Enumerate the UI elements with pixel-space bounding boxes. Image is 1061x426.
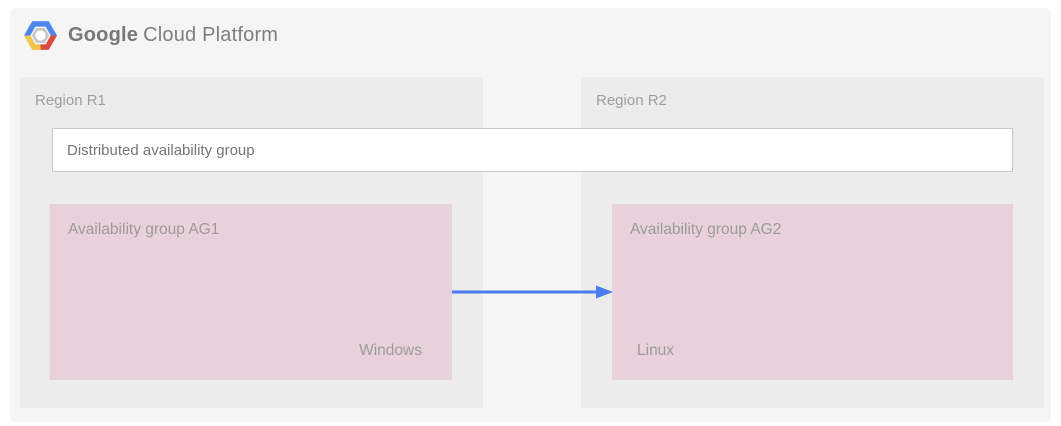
availability-group-ag1-label: Availability group AG1 xyxy=(68,221,220,238)
distributed-availability-group-label: Distributed availability group xyxy=(67,141,255,159)
region-r2-label: Region R2 xyxy=(596,92,667,109)
brand-cloud-platform: Cloud Platform xyxy=(143,23,279,46)
availability-group-ag2-box: Availability group AG2 Linux xyxy=(612,204,1013,380)
brand-google: Google xyxy=(68,23,139,46)
availability-group-ag2-label: Availability group AG2 xyxy=(630,221,782,238)
ag2-platform-label: Linux xyxy=(637,342,675,359)
region-r1-label: Region R1 xyxy=(35,92,106,109)
gcp-logo-icon xyxy=(24,20,57,50)
replication-arrow-icon xyxy=(452,285,613,299)
distributed-availability-group-box: Distributed availability group xyxy=(52,128,1013,172)
ag1-platform-label: Windows xyxy=(359,342,422,359)
availability-group-ag1-box: Availability group AG1 Windows xyxy=(50,204,452,380)
